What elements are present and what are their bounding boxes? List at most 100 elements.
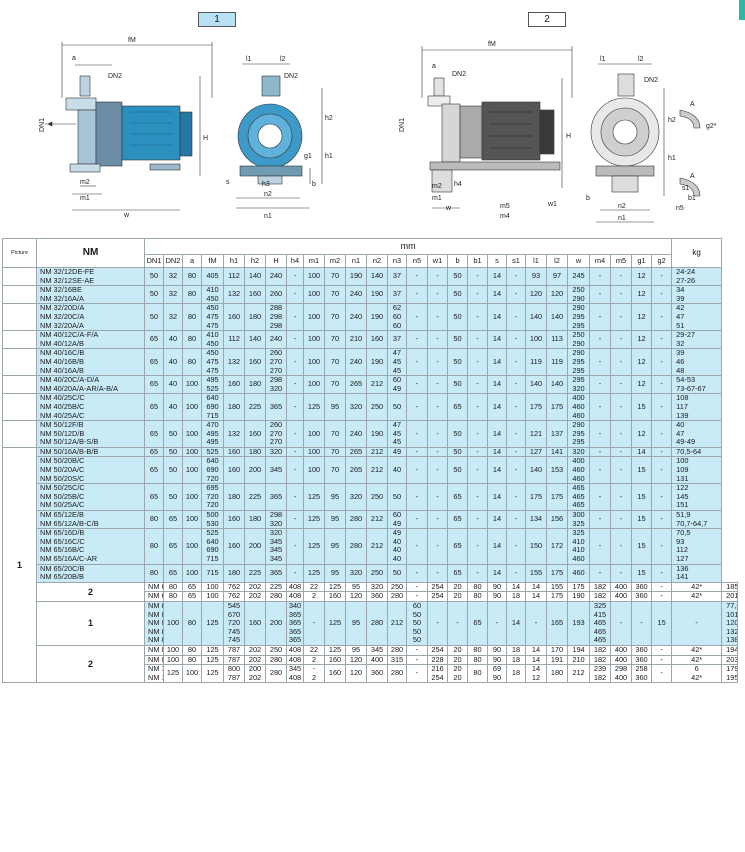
value-cell-a: 80 [182, 266, 202, 287]
value-cell-a: 100 [182, 446, 202, 458]
value-cell-m2: 95 [324, 563, 346, 583]
value-cell-m1: 125 [324, 581, 346, 593]
label-dn1-2: DN1 [399, 118, 406, 132]
value-cell-h2: 180 [244, 375, 266, 395]
value-cell-l2: 210 [567, 654, 590, 666]
picture-header: Picture [2, 238, 37, 268]
value-cell-s: 18 [506, 654, 526, 666]
value-cell-dn1: 65 [144, 393, 164, 422]
value-cell-m5: - [610, 510, 632, 530]
value-cell-l2: 172 [546, 528, 568, 565]
column-header-l1: l1 [525, 254, 547, 268]
value-cell-m4: 400 [610, 591, 632, 602]
value-cell-w1: - [427, 420, 448, 448]
model-name: NM 50/12A/B-S/B [40, 437, 99, 447]
value-cell-n2: 250 [366, 393, 388, 422]
value-cell-m2: 95 [324, 528, 346, 565]
weight-value: 138 [726, 635, 738, 645]
value-cell-g1: 12 [631, 348, 652, 377]
value-cell-l1: 119 [525, 348, 547, 377]
value-cell-m4: 400 [610, 581, 632, 593]
weight-cell: 70,5-64 [671, 446, 723, 458]
value-cell-b1: - [467, 266, 488, 287]
value-cell-dn1: 80 [163, 581, 183, 593]
value-cell-n5: - [406, 563, 428, 583]
value-cell-dn1: 100 [163, 600, 183, 646]
weight-value: 24-24 [676, 267, 696, 276]
value-cell-s1: - [506, 393, 526, 422]
value-cell-h2: 200 [244, 456, 266, 485]
figure-2-front-view-labels: l1 l2 DN2 A g2* h2 h1 s1 b1 b n2 n1 n5 A [586, 56, 717, 222]
value-cell-dn2: 80 [182, 600, 202, 646]
value-cell-n5: - [406, 303, 428, 332]
label-h1: h1 [325, 153, 333, 160]
value-cell-m2: 70 [324, 456, 346, 485]
value-cell-n1: 280 [366, 600, 388, 646]
value-cell-l1: 180 [546, 664, 568, 684]
value-cell-m1: 100 [303, 446, 325, 458]
model-name: NM 50/25C/C [40, 483, 85, 493]
column-header-w: w [567, 254, 590, 268]
value-cell-h2: 140 [244, 330, 266, 350]
value-cell-l1: 175 [525, 393, 547, 422]
value-cell-a: 100 [182, 393, 202, 422]
weight-value: 194 [726, 645, 738, 654]
weight-cell: 77,5101120132138 [721, 600, 738, 646]
value-cell-b1: - [467, 285, 488, 305]
value-cell-s1: - [506, 528, 526, 565]
column-header-m5: m5 [610, 254, 632, 268]
value-cell-fm: 715 [201, 563, 224, 583]
mm-header: mm [143, 238, 673, 255]
weight-value: 195 [726, 672, 738, 682]
model-name: NM 40/25A/C [40, 410, 85, 420]
weight-value: 101 [726, 609, 738, 619]
value-cell-g2: - [650, 446, 673, 458]
value-cell-g1: 12 [631, 285, 652, 305]
picture-cell: 2 [36, 644, 145, 684]
value-cell-b1: - [467, 528, 488, 565]
value-cell-h4: - [286, 510, 304, 530]
weight-value: 39 [676, 293, 685, 303]
value-cell-g2: - [650, 348, 673, 377]
model-name: NM 40/12C/A-F/A [40, 330, 99, 340]
model-cell: NM 100/200E/B*NM 100/20D [144, 664, 164, 684]
label-m4: m4 [500, 213, 510, 220]
value-cell-b: 50 [447, 285, 468, 305]
column-header-n1: n1 [345, 254, 367, 268]
value-cell-dn1: 80 [163, 591, 183, 602]
value-cell-n5: - [406, 510, 428, 530]
value-cell-h4: - [286, 483, 304, 512]
label-b: b [312, 181, 316, 188]
value-cell-w1: - [427, 483, 448, 512]
model-name: NM 32/12DE-FE [40, 267, 95, 276]
model-name: NM 40/16B/B [40, 356, 84, 366]
value-cell-h4: - [286, 393, 304, 422]
column-header-s: s [487, 254, 507, 268]
label-h4: h4 [454, 181, 462, 188]
value-cell-n1: 345 [366, 644, 388, 656]
value-cell-n2: 250 [366, 483, 388, 512]
value-cell-l2: 97 [546, 266, 568, 287]
weight-value: 77,5 [726, 601, 737, 610]
value-cell-h1: 132 [223, 420, 245, 448]
value-cell-m1: 125 [303, 510, 325, 530]
value-cell-m4: - [589, 528, 611, 565]
value-cell-h: 365 [265, 563, 287, 583]
value-cell-g2: 42* [671, 591, 723, 602]
value-cell-b: 65 [447, 563, 468, 583]
label-w: w [123, 212, 130, 219]
value-cell-n3: 50 [387, 393, 407, 422]
value-cell-m2: 70 [324, 375, 346, 395]
label-h2-2: h2 [668, 117, 676, 124]
value-cell-a: 100 [201, 591, 224, 602]
figure-1-front-view-labels: l1 l2 DN2 h2 g1 h1 h3 s b n2 n1 [226, 56, 333, 220]
